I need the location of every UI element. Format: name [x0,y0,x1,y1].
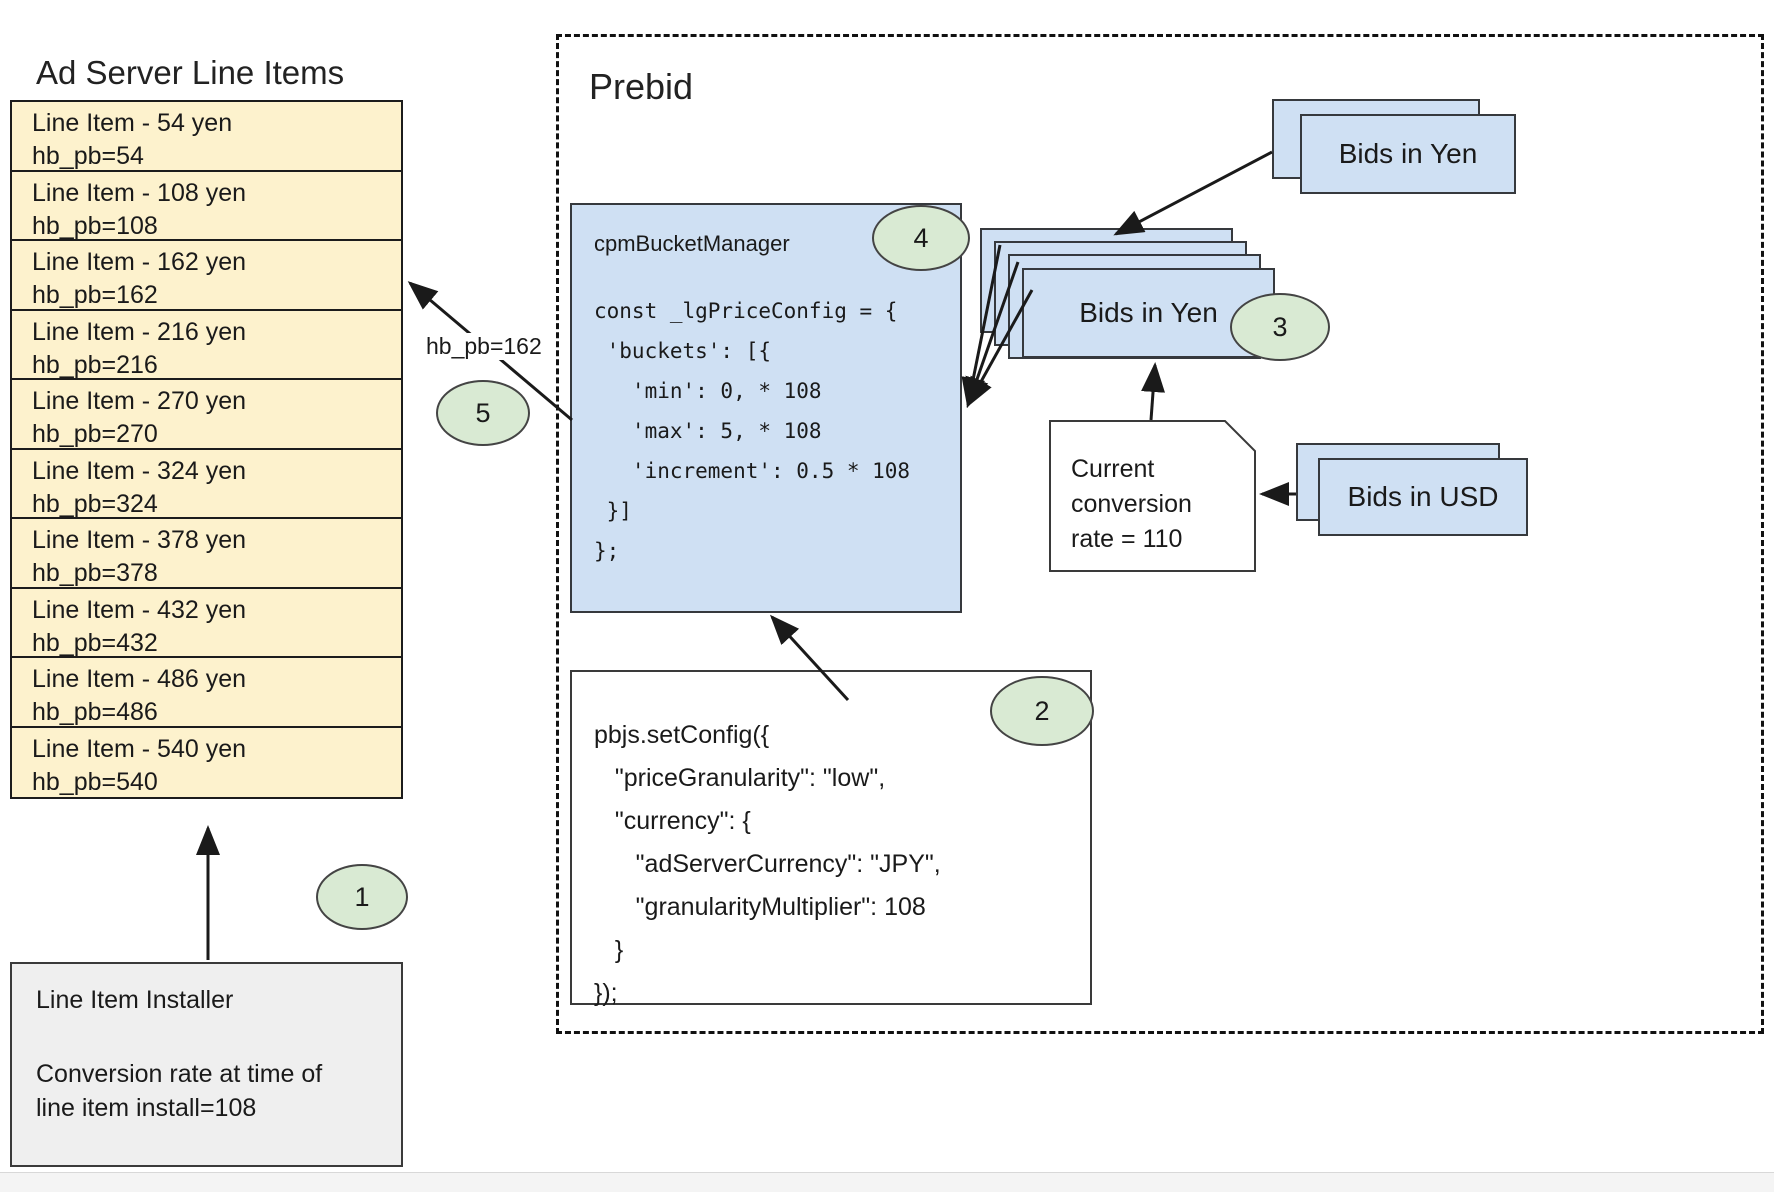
step-badge-2-label: 2 [1034,695,1050,726]
bids-in-yen-top-stack[interactable]: Bids in Yen [1272,99,1517,194]
list-item[interactable]: Line Item - 270 yen hb_pb=270 [12,380,401,450]
line-item-name: Line Item - 324 yen [32,456,247,485]
bids-in-yen-mid-label: Bids in Yen [1079,297,1218,328]
list-item[interactable]: Line Item - 432 yen hb_pb=432 [12,588,401,658]
bottom-strip [0,1172,1774,1192]
line-item-installer-box[interactable]: Line Item Installer Conversion rate at t… [10,962,403,1167]
list-item[interactable]: Line Item - 540 yen hb_pb=540 [12,727,401,797]
line-item-name: Line Item - 486 yen [32,665,247,693]
list-item[interactable]: Line Item - 486 yen hb_pb=486 [12,658,401,728]
prebid-title: Prebid [589,66,694,107]
step-badge-4-label: 4 [913,222,929,253]
ad-server-line-items-title: Ad Server Line Items [36,54,345,91]
line-item-installer-title: Line Item Installer [36,986,234,1014]
line-item-key: hb_pb=270 [32,420,158,448]
step-badge-3-label: 3 [1272,311,1288,342]
cpm-bucket-manager-box[interactable]: cpmBucketManager const _lgPriceConfig = … [570,203,962,613]
card-front[interactable]: Bids in Yen [1300,114,1516,194]
conversion-rate-note[interactable]: Current conversion rate = 110 [1049,420,1256,572]
cpm-bucket-manager-code: const _lgPriceConfig = { 'buckets': [{ '… [594,299,911,563]
line-item-name: Line Item - 432 yen [32,595,247,624]
pbjs-setconfig-code: pbjs.setConfig({ "priceGranularity": "lo… [594,721,941,1007]
line-item-key: hb_pb=324 [32,489,158,518]
note-shape-icon [1049,420,1256,572]
step-badge-3[interactable]: 3 [1230,293,1330,361]
step-badge-1[interactable]: 1 [316,864,408,930]
line-item-key: hb_pb=54 [32,142,144,170]
cpm-bucket-manager-label: cpmBucketManager [594,231,790,256]
edge-label-hb-pb-162: hb_pb=162 [424,333,544,360]
list-item[interactable]: Line Item - 108 yen hb_pb=108 [12,171,401,241]
bids-in-usd-stack[interactable]: Bids in USD [1296,443,1528,536]
conversion-rate-note-text: Current conversion rate = 110 [1071,455,1192,553]
list-item[interactable]: Line Item - 378 yen hb_pb=378 [12,519,401,589]
line-item-name: Line Item - 162 yen [32,248,247,276]
step-badge-2[interactable]: 2 [990,676,1094,746]
line-item-key: hb_pb=540 [32,767,158,796]
list-item[interactable]: Line Item - 54 yen hb_pb=54 [12,102,401,172]
line-item-name: Line Item - 378 yen [32,526,247,554]
line-item-name: Line Item - 540 yen [32,734,247,763]
step-badge-1-label: 1 [354,881,370,912]
line-item-key: hb_pb=108 [32,211,158,240]
bids-in-yen-mid-stack[interactable]: Bids in Yen [980,228,1275,359]
list-item[interactable]: Line Item - 162 yen hb_pb=162 [12,241,401,311]
ad-server-line-items-list: Line Item - 54 yen hb_pb=54 Line Item - … [10,100,403,799]
bids-in-yen-top-label: Bids in Yen [1338,138,1478,169]
line-item-installer-note: Conversion rate at time of line item ins… [36,1060,323,1122]
line-item-name: Line Item - 270 yen [32,387,247,415]
list-item[interactable]: Line Item - 216 yen hb_pb=216 [12,310,401,380]
list-item[interactable]: Line Item - 324 yen hb_pb=324 [12,449,401,519]
line-item-key: hb_pb=378 [32,559,158,587]
line-item-name: Line Item - 108 yen [32,178,247,207]
line-item-name: Line Item - 54 yen [32,109,233,137]
card-front[interactable]: Bids in USD [1318,458,1528,536]
line-item-key: hb_pb=162 [32,281,158,309]
line-item-key: hb_pb=486 [32,698,158,726]
line-item-key: hb_pb=216 [32,350,158,379]
line-item-key: hb_pb=432 [32,628,158,657]
bids-in-usd-label: Bids in USD [1347,481,1499,512]
step-badge-5-label: 5 [475,397,491,428]
prebid-container-frame [556,34,1764,1034]
step-badge-5[interactable]: 5 [436,380,530,446]
step-badge-4[interactable]: 4 [872,205,970,271]
line-item-name: Line Item - 216 yen [32,317,247,346]
